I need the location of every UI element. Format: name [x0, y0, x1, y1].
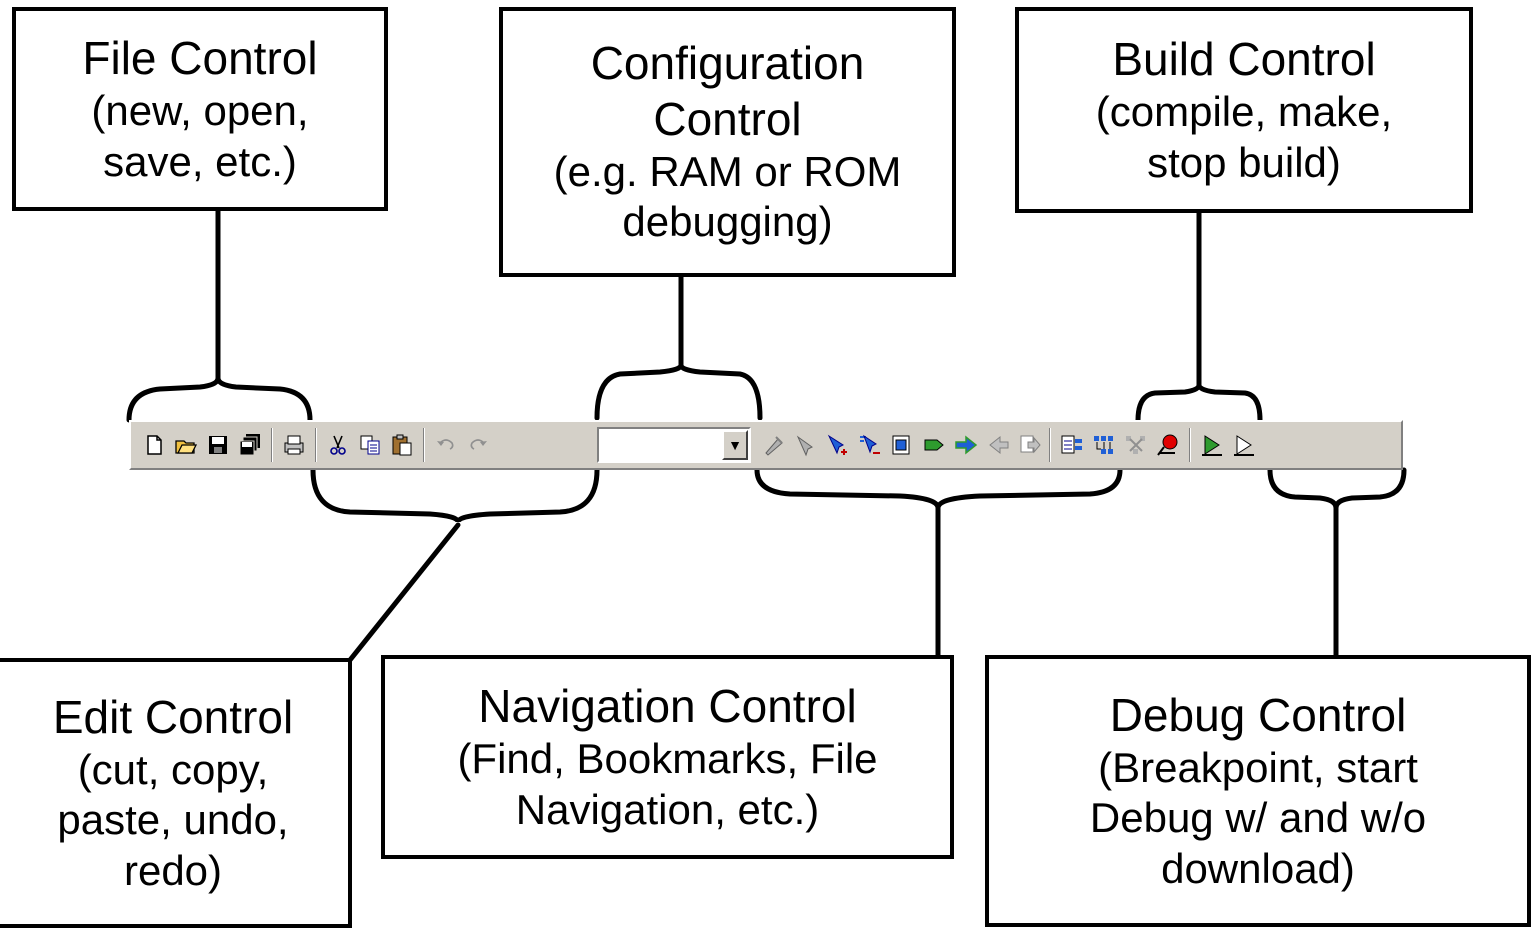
config-brace	[594, 364, 763, 421]
breakpoint-button[interactable]	[1153, 428, 1183, 462]
toolbar-separator	[1189, 428, 1191, 462]
nav-control-desc-1: (Find, Bookmarks, File	[457, 735, 878, 783]
copy-icon	[360, 435, 380, 455]
find-next-icon	[796, 435, 813, 457]
build-control-callout: Build Control (compile, make, stop build…	[1015, 7, 1473, 213]
configuration-select[interactable]: ▼	[597, 427, 751, 463]
configuration-dropdown-button[interactable]: ▼	[722, 430, 748, 460]
edit-control-desc-2: paste, undo,	[57, 796, 289, 844]
find-button[interactable]	[759, 428, 789, 462]
undo-icon	[437, 439, 454, 450]
next-bookmark-button[interactable]	[919, 428, 949, 462]
forward-icon	[1020, 435, 1041, 454]
nav-brace	[754, 467, 1123, 509]
cut-button[interactable]	[323, 428, 353, 462]
ide-toolbar: ▼	[129, 420, 1403, 470]
find-next-button[interactable]	[791, 428, 821, 462]
save-icon	[209, 436, 227, 454]
goto-icon	[955, 435, 978, 455]
undo-button[interactable]	[431, 428, 461, 462]
goto-button[interactable]	[951, 428, 981, 462]
paste-icon	[392, 434, 412, 456]
next-bookmark-icon	[924, 439, 944, 451]
paste-button[interactable]	[387, 428, 417, 462]
make-icon	[1094, 436, 1113, 454]
toolbar-separator	[1049, 428, 1051, 462]
nav-control-desc-2: Navigation, etc.)	[515, 785, 820, 833]
open-button[interactable]	[171, 428, 201, 462]
nav-control-title: Navigation Control	[478, 680, 857, 733]
edit-control-desc-1: (cut, copy,	[77, 746, 269, 793]
new-file-button[interactable]	[139, 428, 169, 462]
build-control-desc-2: stop build)	[1147, 138, 1341, 186]
config-control-title-2: Control	[653, 92, 802, 145]
file-control-callout: File Control (new, open, save, etc.)	[12, 7, 388, 211]
save-all-icon	[239, 434, 260, 456]
new-file-icon	[147, 435, 162, 455]
config-control-title-1: Configuration	[590, 37, 865, 90]
configuration-control-callout: Configuration Control (e.g. RAM or ROM d…	[499, 7, 956, 277]
clear-bookmarks-button[interactable]	[855, 428, 885, 462]
back-button[interactable]	[983, 428, 1013, 462]
debug-download-icon	[1202, 435, 1222, 456]
file-brace	[126, 377, 313, 423]
make-button[interactable]	[1089, 428, 1119, 462]
compile-button[interactable]	[1057, 428, 1087, 462]
edit-control-title: Edit Control	[52, 690, 294, 743]
print-button[interactable]	[279, 428, 309, 462]
toolbar-separator	[423, 428, 425, 462]
copy-button[interactable]	[355, 428, 385, 462]
toolbar-separator	[271, 428, 273, 462]
chevron-down-icon: ▼	[728, 437, 742, 453]
clear-bookmarks-icon	[860, 434, 880, 454]
config-control-desc-1: (e.g. RAM or ROM	[553, 147, 902, 195]
config-control-desc-2: debugging)	[622, 198, 833, 246]
edit-leader	[347, 522, 461, 663]
redo-button[interactable]	[463, 428, 493, 462]
redo-icon	[470, 439, 487, 450]
cut-icon	[330, 435, 346, 455]
find-in-files-button[interactable]	[887, 428, 917, 462]
toggle-bookmark-button[interactable]	[823, 428, 853, 462]
navigation-control-callout: Navigation Control (Find, Bookmarks, Fil…	[381, 655, 954, 859]
file-control-title: File Control	[82, 32, 318, 85]
debug-without-download-button[interactable]	[1229, 428, 1259, 462]
debug-control-desc-2: Debug w/ and w/o	[1089, 794, 1427, 842]
forward-button[interactable]	[1015, 428, 1045, 462]
toggle-bookmark-icon	[827, 434, 847, 455]
stop-build-button[interactable]	[1121, 428, 1151, 462]
edit-control-desc-3: redo)	[123, 846, 223, 894]
debug-no-download-icon	[1234, 435, 1254, 456]
file-control-desc-1: (new, open,	[91, 87, 309, 135]
breakpoint-icon	[1157, 434, 1178, 456]
debug-control-callout: Debug Control (Breakpoint, start Debug w…	[985, 655, 1531, 927]
debug-control-desc-1: (Breakpoint, start	[1098, 744, 1418, 791]
back-icon	[989, 435, 1009, 455]
build-control-desc-1: (compile, make,	[1095, 88, 1393, 136]
open-folder-icon	[175, 440, 198, 454]
edit-control-callout: Edit Control (cut, copy, paste, undo, re…	[0, 658, 352, 928]
file-control-desc-2: save, etc.)	[103, 137, 297, 185]
debug-with-download-button[interactable]	[1197, 428, 1227, 462]
save-button[interactable]	[203, 428, 233, 462]
debug-control-title: Debug Control	[1109, 688, 1407, 741]
debug-control-desc-3: download)	[1161, 844, 1355, 892]
print-icon	[284, 435, 304, 455]
find-icon	[765, 436, 783, 456]
build-control-title: Build Control	[1112, 33, 1376, 86]
find-in-files-icon	[892, 435, 910, 455]
compile-icon	[1061, 435, 1082, 454]
debug-brace	[1267, 467, 1407, 509]
toolbar-separator	[315, 428, 317, 462]
save-all-button[interactable]	[235, 428, 265, 462]
stop-build-icon	[1126, 436, 1145, 454]
build-brace	[1135, 384, 1263, 423]
edit-brace	[310, 467, 600, 523]
